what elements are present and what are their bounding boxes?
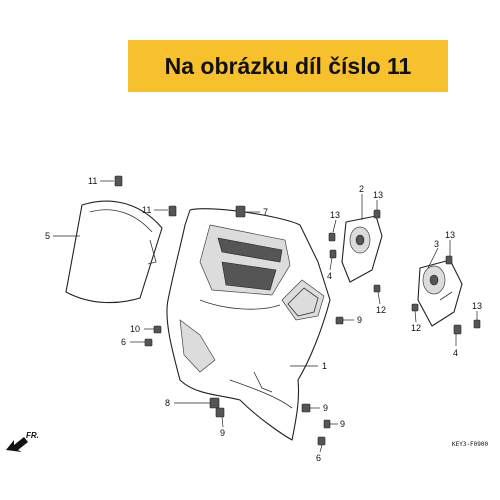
callout-3: 3 bbox=[434, 239, 439, 249]
banner-text: Na obrázku díl číslo 11 bbox=[164, 52, 412, 79]
callout-12: 12 bbox=[411, 323, 421, 333]
part-2-bracket bbox=[341, 215, 383, 283]
diagram-code: KEY3-F0900 bbox=[452, 441, 489, 448]
leader-lines bbox=[53, 180, 478, 453]
callout-9: 9 bbox=[357, 315, 362, 325]
fasteners bbox=[114, 175, 481, 446]
callout-4: 4 bbox=[453, 348, 458, 358]
part-5-panel bbox=[65, 200, 163, 304]
callout-1: 1 bbox=[322, 361, 327, 371]
callout-9: 9 bbox=[340, 419, 345, 429]
callout-13: 13 bbox=[330, 210, 340, 220]
callout-10: 10 bbox=[130, 324, 140, 334]
callout-7: 7 bbox=[263, 207, 268, 217]
part-number-banner: Na obrázku díl číslo 11 bbox=[128, 40, 448, 92]
part-1-front-cover bbox=[166, 208, 331, 441]
callout-13: 13 bbox=[472, 301, 482, 311]
callout-labels: 11 11 5 7 2 13 13 4 12 3 13 13 12 4 9 10… bbox=[45, 176, 482, 463]
callout-4: 4 bbox=[327, 271, 332, 281]
front-direction-indicator: FR. bbox=[6, 431, 39, 452]
callout-11: 11 bbox=[88, 176, 97, 186]
callout-6: 6 bbox=[121, 337, 126, 347]
callout-2: 2 bbox=[359, 184, 364, 194]
callout-6: 6 bbox=[316, 453, 321, 463]
direction-arrow-icon bbox=[6, 437, 28, 452]
callout-9: 9 bbox=[323, 403, 328, 413]
callout-13: 13 bbox=[445, 230, 455, 240]
part-3-side-cover bbox=[417, 259, 463, 327]
callout-8: 8 bbox=[165, 398, 170, 408]
callout-9: 9 bbox=[220, 428, 225, 438]
direction-label: FR. bbox=[26, 431, 39, 440]
callout-13: 13 bbox=[373, 190, 383, 200]
callout-11: 11 bbox=[142, 205, 151, 215]
callout-5: 5 bbox=[45, 231, 50, 241]
callout-12: 12 bbox=[376, 305, 386, 315]
